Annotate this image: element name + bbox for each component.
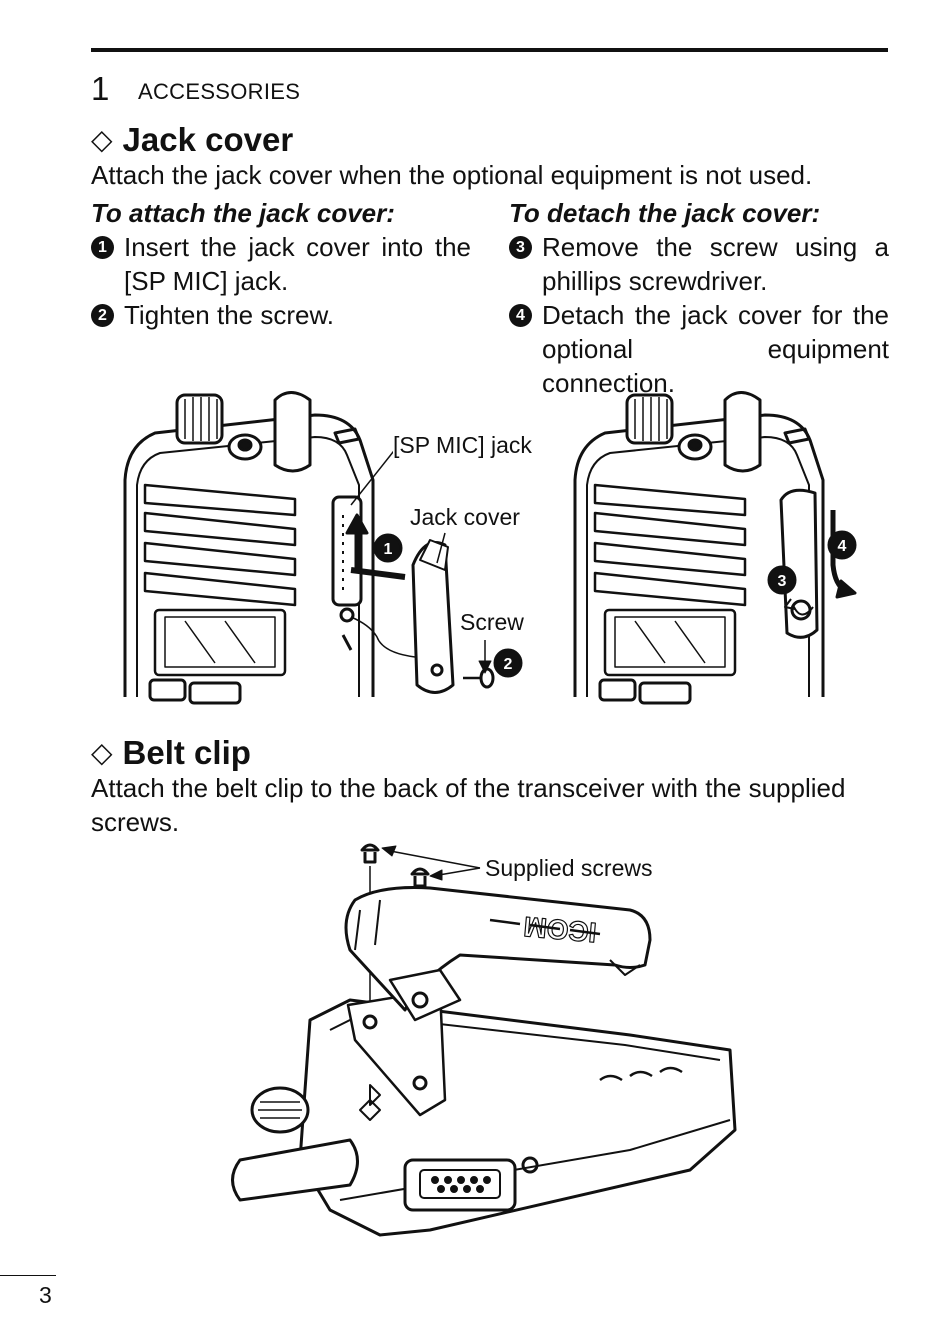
- step-number-4: 4: [509, 304, 532, 327]
- step-number-1: 1: [91, 236, 114, 259]
- label-jack-cover: Jack cover: [410, 504, 520, 530]
- belt-clip-title: Belt clip: [122, 734, 251, 771]
- diamond-icon: ◇: [91, 737, 113, 768]
- detach-instructions: To detach the jack cover: 3 Remove the s…: [509, 196, 889, 400]
- detach-step-4-text: Detach the jack cover for the optional e…: [542, 300, 889, 398]
- attach-step-2-text: Tighten the screw.: [124, 300, 335, 330]
- diamond-icon: ◇: [91, 124, 113, 155]
- callout-1-text: 1: [384, 541, 393, 558]
- callout-2-text: 2: [504, 656, 513, 673]
- page-number: 3: [39, 1282, 52, 1308]
- detach-step-4: 4 Detach the jack cover for the optional…: [509, 298, 889, 400]
- callout-4: [827, 530, 857, 560]
- belt-clip-illustration: ICOM: [231, 843, 737, 1237]
- label-screw: Screw: [460, 609, 524, 635]
- jack-cover-detach-illustration: 4 3: [573, 391, 857, 705]
- jack-cover-attach-illustration: 1 2: [123, 391, 523, 705]
- jack-cover-title: Jack cover: [122, 121, 294, 158]
- jack-cover-intro: Attach the jack cover when the optional …: [91, 160, 813, 190]
- header-rule: [91, 48, 888, 52]
- attach-step-1-text: Insert the jack cover into the [SP MIC] …: [124, 232, 471, 296]
- belt-clip-intro: Attach the belt clip to the back of the …: [91, 773, 846, 837]
- callout-4-text: 4: [838, 538, 847, 555]
- attach-heading: To attach the jack cover:: [91, 198, 395, 228]
- label-sp-mic-jack: [SP MIC] jack: [393, 432, 532, 458]
- section-title-jack-cover: ◇ Jack cover: [91, 120, 293, 160]
- attach-step-1: 1 Insert the jack cover into the [SP MIC…: [91, 230, 471, 298]
- callout-3: [767, 565, 797, 595]
- step-number-3: 3: [509, 236, 532, 259]
- label-supplied-screws: Supplied screws: [485, 855, 653, 881]
- callout-1: [373, 533, 403, 563]
- chapter-title: ACCESSORIES: [138, 79, 301, 104]
- attach-step-2: 2 Tighten the screw.: [91, 298, 471, 332]
- detach-step-3-text: Remove the screw using a phillips screwd…: [542, 232, 889, 296]
- step-number-2: 2: [91, 304, 114, 327]
- detach-heading: To detach the jack cover:: [509, 198, 821, 228]
- detach-step-3: 3 Remove the screw using a phillips scre…: [509, 230, 889, 298]
- chapter-number: 1: [91, 70, 110, 107]
- section-title-belt-clip: ◇ Belt clip: [91, 733, 251, 773]
- footer-rule: [0, 1275, 56, 1276]
- callout-3-text: 3: [778, 573, 787, 590]
- attach-instructions: To attach the jack cover: 1 Insert the j…: [91, 196, 471, 332]
- callout-2: [493, 648, 523, 678]
- clip-logo: ICOM: [522, 911, 598, 948]
